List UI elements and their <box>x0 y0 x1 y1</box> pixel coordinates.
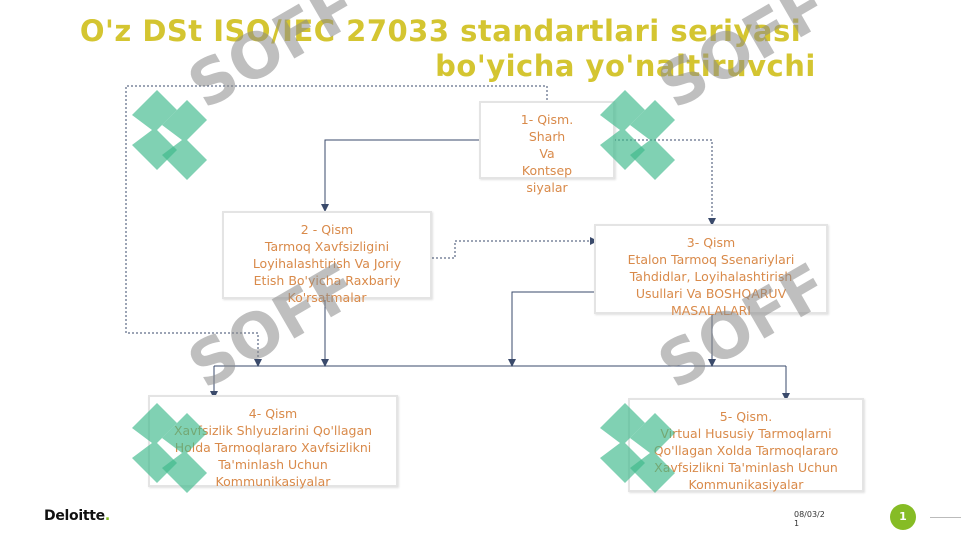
soff-logo-icon <box>600 90 675 180</box>
slide-title-line2: bo'yicha yo'naltiruvchi <box>435 49 816 83</box>
logo-dot: . <box>104 508 110 524</box>
box-part4-security-gateways: 4- Qism Xavfsizlik Shlyuzlarini Qo'llaga… <box>148 395 398 489</box>
slide-title-line1: O'z DSt ISO/IEC 27033 standartlari seriy… <box>79 14 802 48</box>
connector-part2-to-part3 <box>432 237 598 259</box>
connector-part1-to-part3 <box>614 139 716 226</box>
soff-logo-icon <box>132 403 207 493</box>
deloitte-logo: Deloitte. <box>44 508 110 524</box>
logo-text: Deloitte <box>44 508 105 524</box>
connector-part3-left-down <box>508 291 596 367</box>
page-number-badge: 1 <box>890 504 916 530</box>
box-part1-overview: 1- Qism. Sharh Va Kontsep siyalar <box>479 101 615 195</box>
box-part2-design-guidelines: 2 - Qism Tarmoq Xavfsizligini Loyihalash… <box>222 211 432 305</box>
box-part1-text: 1- Qism. Sharh Va Kontsep siyalar <box>520 112 574 195</box>
watermark-text: SOFF <box>176 0 370 123</box>
box-part3-text: 3- Qism Etalon Tarmoq Ssenariylari Tahdi… <box>627 235 795 318</box>
watermark-text: SOFF <box>646 0 840 123</box>
page-divider <box>930 517 961 518</box>
soff-logo-icon <box>132 90 207 180</box>
box-part4-text: 4- Qism Xavfsizlik Shlyuzlarini Qo'llaga… <box>174 406 373 489</box>
watermark-text: SOFF <box>646 249 840 403</box>
box-part3-reference-scenarios: 3- Qism Etalon Tarmoq Ssenariylari Tahdi… <box>594 224 828 318</box>
slide-date: 08/03/2 1 <box>794 510 825 528</box>
soff-logo-icon <box>600 403 675 493</box>
box-part2-text: 2 - Qism Tarmoq Xavfsizligini Loyihalash… <box>252 222 402 305</box>
watermark-text: SOFF <box>176 249 370 403</box>
connector-part1-to-part2 <box>321 139 480 212</box>
